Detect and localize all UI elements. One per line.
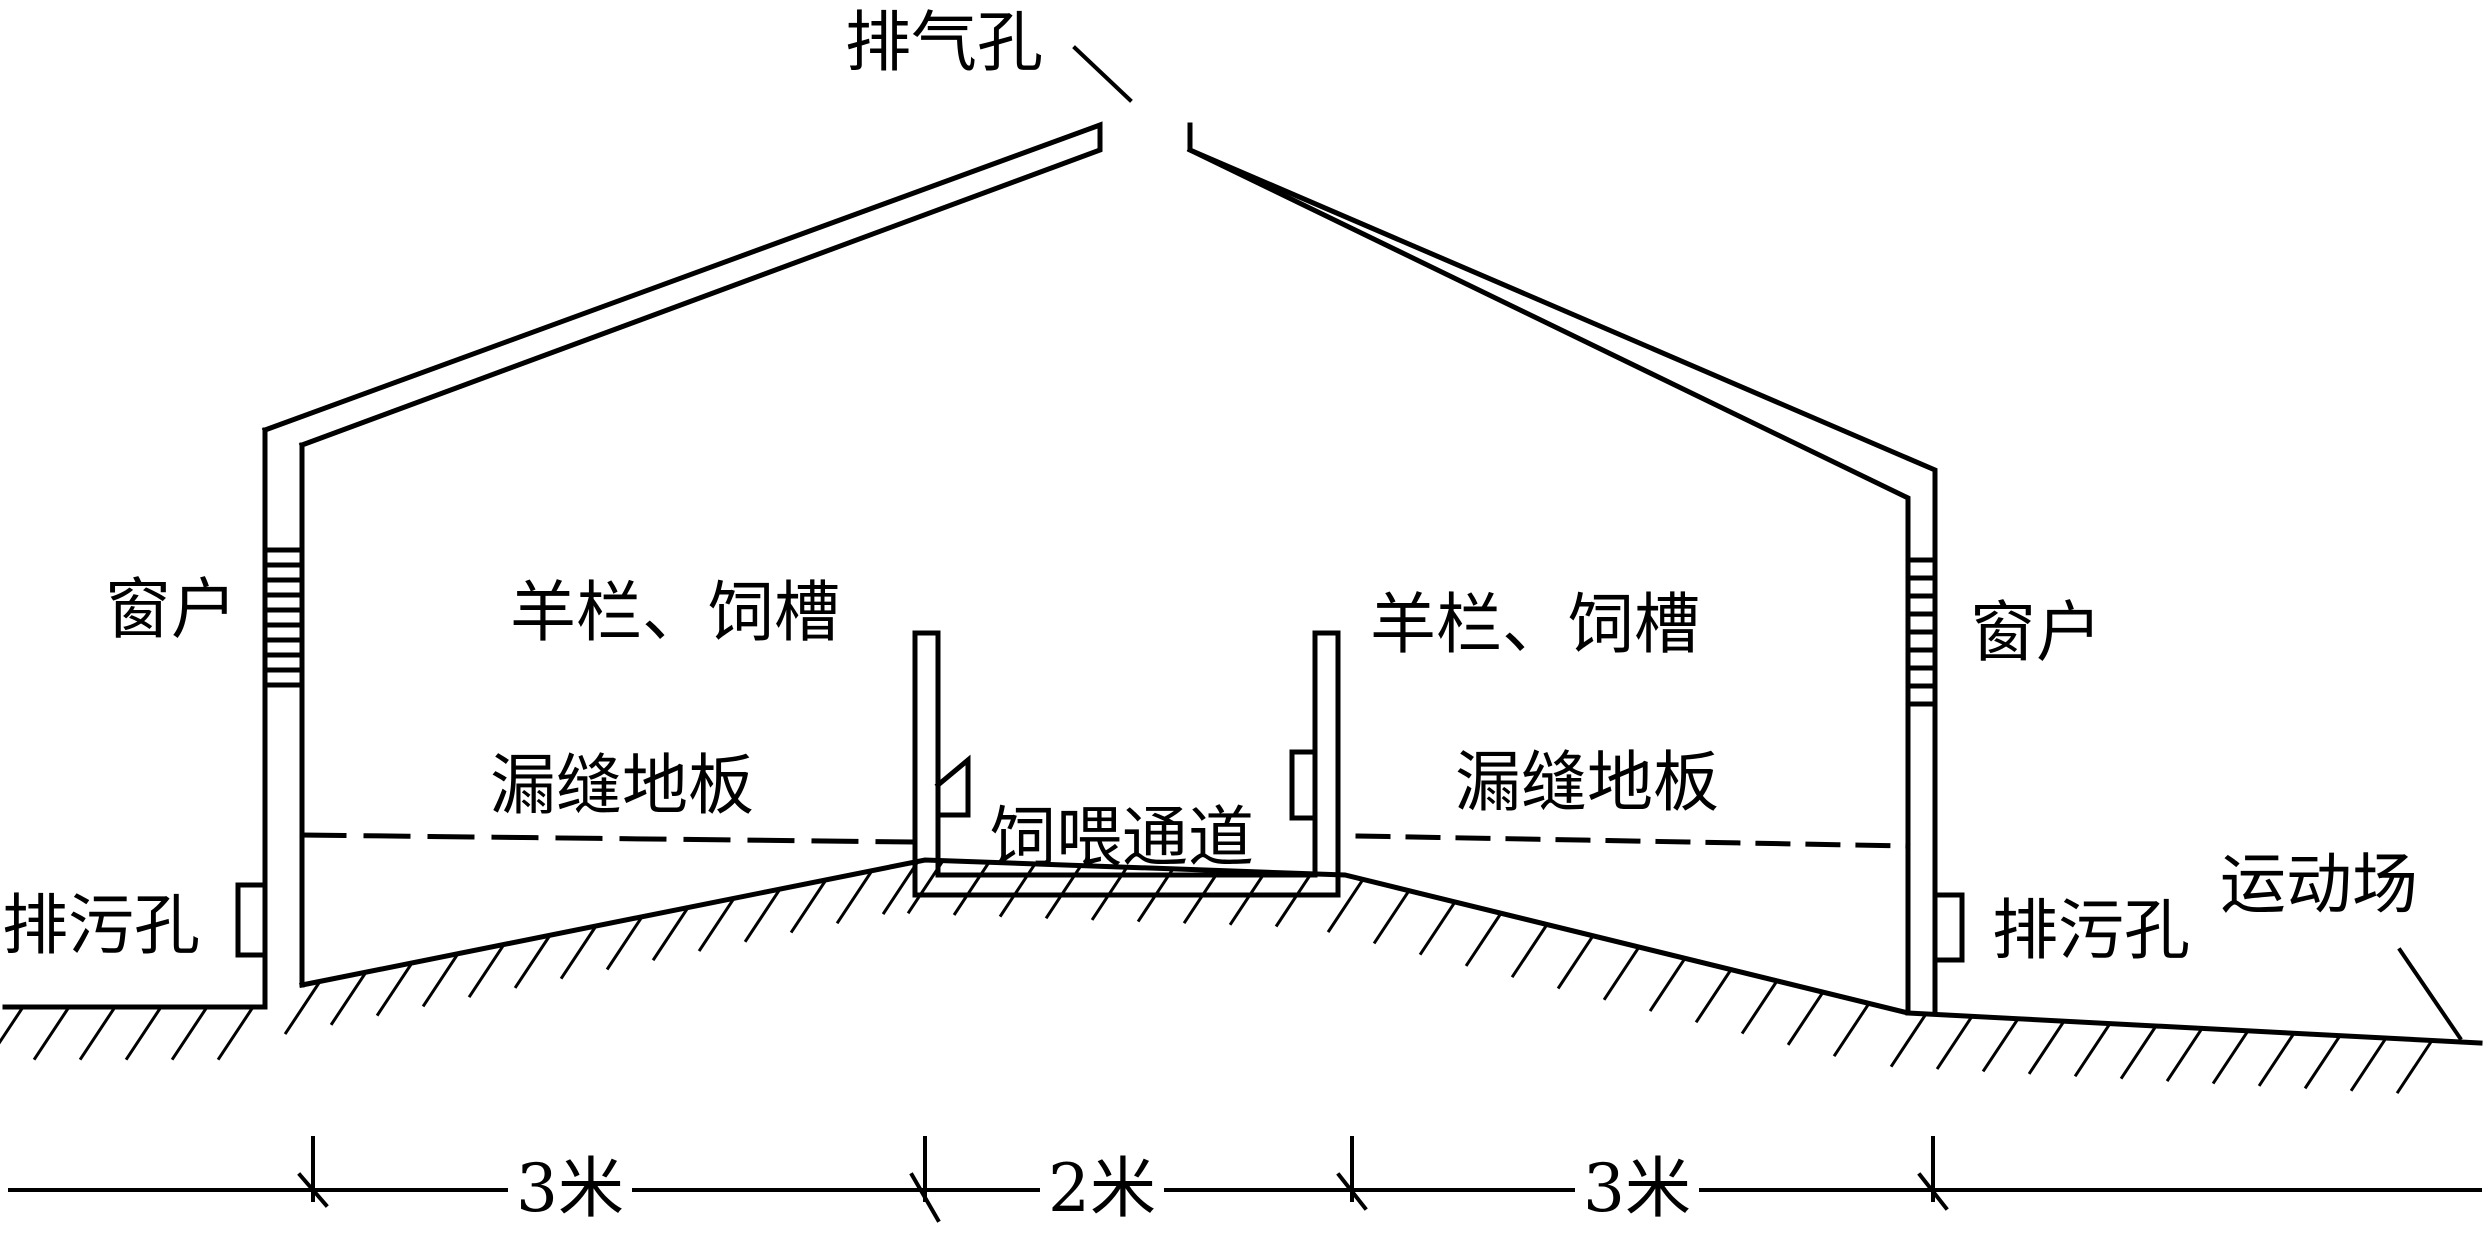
drain-right-label: 排污孔 (1992, 892, 2190, 969)
exercise-yard-leader (2397, 947, 2463, 1041)
slatted-floor-left-label: 漏缝地板 (490, 747, 754, 824)
vent-label: 排气孔 (845, 4, 1043, 81)
ground-surface (2, 857, 2483, 1046)
drain-right-icon (1932, 892, 1965, 963)
pen-trough-right-label: 羊栏、饲槽 (1370, 586, 1700, 663)
left-wall (262, 427, 305, 1010)
trough-right-icon (1289, 749, 1318, 821)
dimension-middle-span: 2米 (1040, 1156, 1164, 1222)
dimension-left-span: 3米 (508, 1156, 632, 1222)
slatted-floor-right-label: 漏缝地板 (1455, 744, 1719, 821)
vent-opening (1072, 45, 1133, 103)
window-left-label: 窗户 (105, 571, 237, 648)
slatted-floor-left-line (299, 832, 915, 845)
window-right-icon (1905, 557, 1938, 707)
dimension-line (8, 1136, 2482, 1223)
pen-trough-left-label: 羊栏、饲槽 (510, 574, 840, 651)
left-roof (261, 121, 1103, 449)
trough-left-icon (934, 754, 971, 818)
exercise-yard-label: 运动场 (2220, 846, 2418, 923)
window-right-label: 窗户 (1970, 594, 2102, 671)
window-left-icon (262, 547, 305, 688)
drain-left-icon (235, 882, 268, 958)
feeding-aisle-channel (912, 630, 1341, 898)
slatted-floor-right-line (1355, 833, 1911, 849)
right-roof (1186, 122, 1938, 1016)
feeding-aisle-label: 饲喂通道 (990, 799, 1254, 876)
drain-left-label: 排污孔 (2, 887, 200, 964)
ground-hatching (0, 858, 2435, 1095)
dimension-right-span: 3米 (1575, 1156, 1699, 1222)
